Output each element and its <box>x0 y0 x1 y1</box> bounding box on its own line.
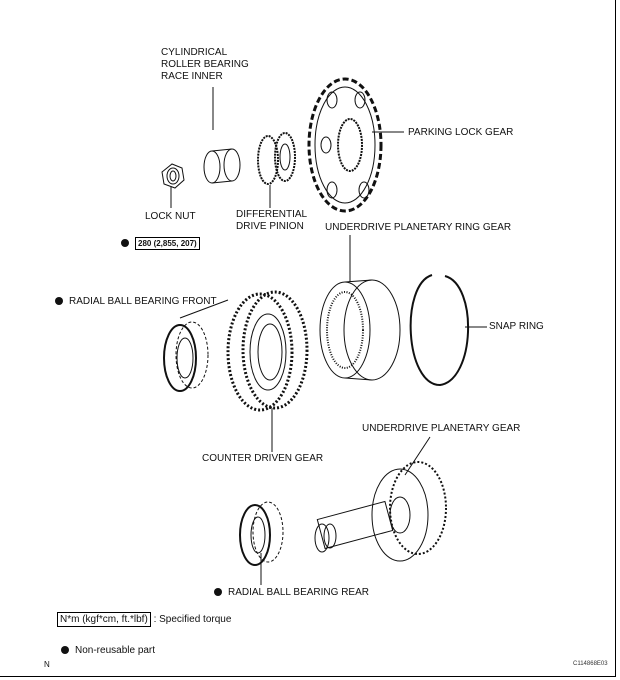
label-parking-lock-gear: PARKING LOCK GEAR <box>408 127 514 138</box>
snap-ring-drawing <box>409 274 470 387</box>
underdrive-planetary-gear-drawing <box>314 461 447 562</box>
radial-ball-bearing-rear-drawing <box>239 501 284 566</box>
legend-nonreusable: Non-reusable part <box>61 645 155 657</box>
label-underdrive-planetary-gear: UNDERDRIVE PLANETARY GEAR <box>362 423 521 434</box>
non-reusable-dot-icon <box>61 646 69 655</box>
label-underdrive-ring-gear: UNDERDRIVE PLANETARY RING GEAR <box>325 222 512 233</box>
label-counter-driven-gear: COUNTER DRIVEN GEAR <box>202 453 324 464</box>
label-text: RADIAL BALL BEARING REAR <box>228 587 369 598</box>
non-reusable-dot-icon <box>55 297 63 306</box>
label-line: DIFFERENTIAL <box>236 209 308 220</box>
label-snap-ring: SNAP RING <box>489 321 544 332</box>
legend-text: Non-reusable part <box>75 645 156 656</box>
corner-mark: N <box>44 660 50 669</box>
parking-lock-gear-drawing <box>307 77 383 213</box>
leader-lines <box>170 87 487 585</box>
legend-torque-unit: N*m (kgf*cm, ft.*lbf) <box>57 612 151 627</box>
legend-torque: N*m (kgf*cm, ft.*lbf) : Specified torque <box>57 612 232 627</box>
torque-spec: 280 (2,855, 207) <box>121 237 200 250</box>
label-radial-ball-bearing-rear: RADIAL BALL BEARING REAR <box>214 587 369 599</box>
label-cylindrical-roller-bearing: CYLINDRICAL ROLLER BEARING RACE INNER <box>161 47 249 83</box>
legend-torque-desc: : Specified torque <box>153 614 232 625</box>
label-lock-nut: LOCK NUT <box>145 211 196 222</box>
non-reusable-dot-icon <box>121 239 129 248</box>
label-differential-drive-pinion: DIFFERENTIAL DRIVE PINION <box>236 209 307 233</box>
label-line: DRIVE PINION <box>236 221 304 232</box>
counter-driven-gear-drawing <box>226 290 309 412</box>
differential-drive-pinion-drawing <box>257 132 296 185</box>
radial-ball-bearing-front-drawing <box>163 321 209 392</box>
roller-race-drawing <box>203 148 241 184</box>
ring-gear-drawing <box>319 279 401 381</box>
label-radial-ball-bearing-front: RADIAL BALL BEARING FRONT <box>55 296 217 308</box>
label-line: CYLINDRICAL <box>161 47 228 58</box>
figure-code: C114868E03 <box>573 661 608 667</box>
label-line: ROLLER BEARING <box>161 59 249 70</box>
torque-value-box: 280 (2,855, 207) <box>135 237 200 250</box>
non-reusable-dot-icon <box>214 588 222 597</box>
lock-nut-drawing <box>161 163 185 189</box>
label-text: RADIAL BALL BEARING FRONT <box>69 296 217 307</box>
label-line: RACE INNER <box>161 71 223 82</box>
